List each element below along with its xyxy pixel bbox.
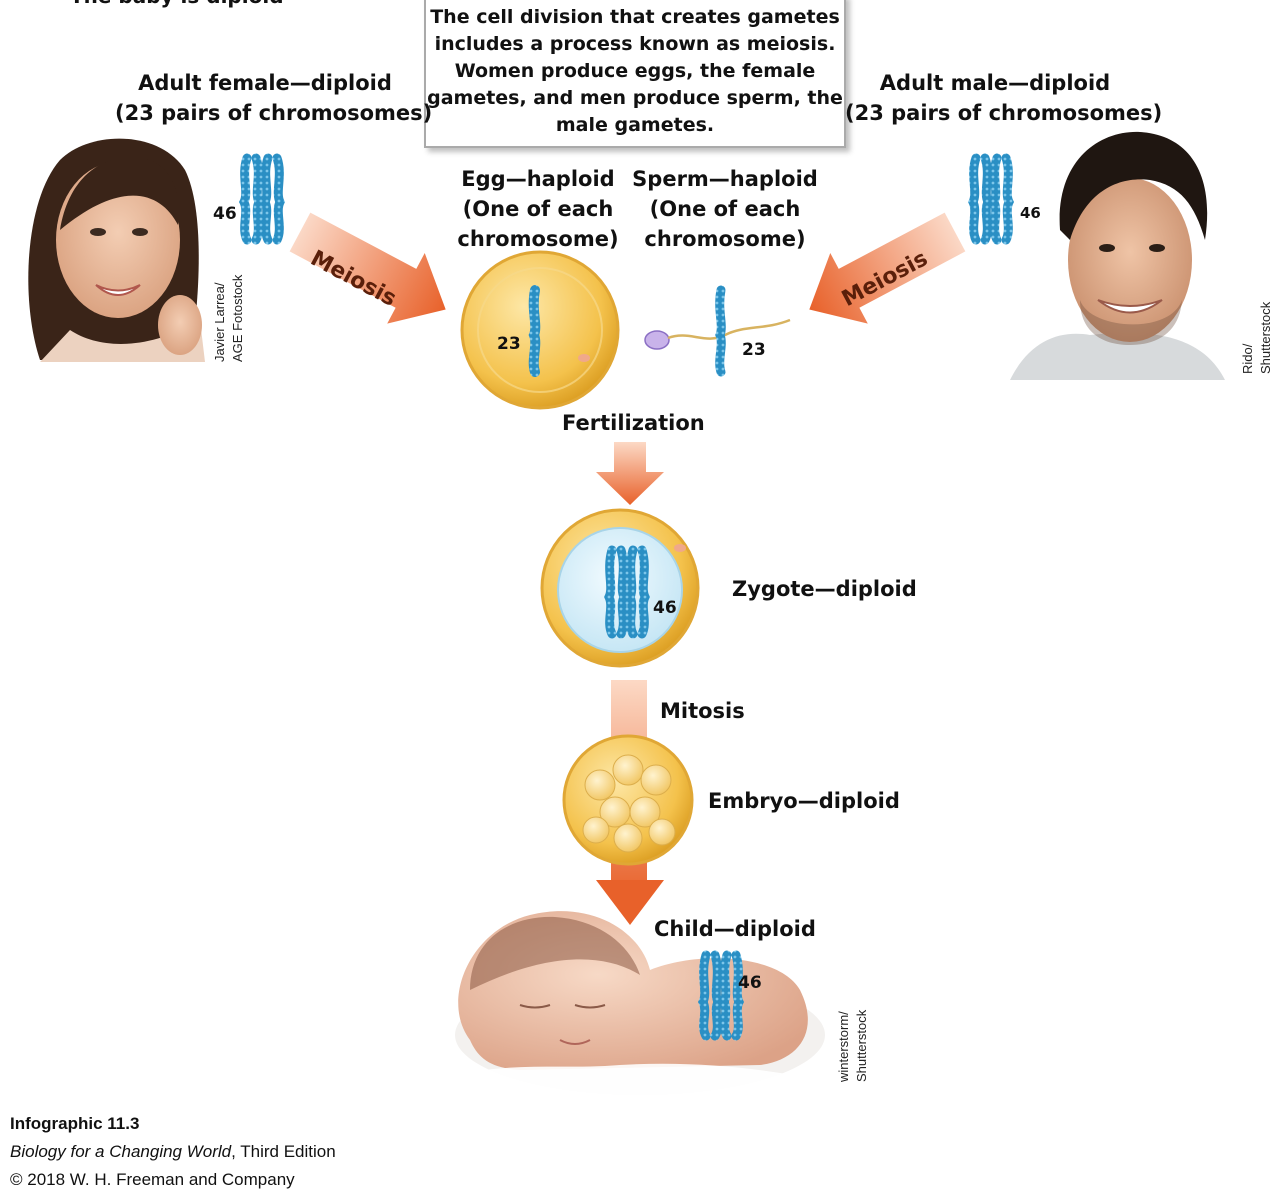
egg-title: Egg—haploid (461, 167, 615, 191)
adult-male-photo (1010, 131, 1225, 380)
female-chromosome-count: 46 (213, 204, 237, 224)
zygote-label: Zygote—diploid (732, 577, 917, 601)
mitosis-label: Mitosis (660, 699, 745, 723)
embryo-cell-icon (562, 734, 694, 866)
egg-cell-icon (460, 250, 620, 410)
male-chromosome-count: 46 (1020, 204, 1041, 222)
child-chromosome-count: 46 (738, 973, 762, 993)
cut-off-heading: The baby is diploid (70, 0, 284, 8)
male-photo-credit-line-2: Shutterstock (1258, 301, 1273, 374)
zygote-cell-icon (540, 508, 700, 668)
sperm-title: Sperm—haploid (632, 167, 818, 191)
child-label: Child—diploid (654, 917, 816, 941)
embryo-label: Embryo—diploid (708, 789, 900, 813)
book-title: Biology for a Changing World (10, 1142, 232, 1161)
egg-chromosome-count: 23 (497, 334, 521, 354)
adult-female-photo (8, 130, 208, 362)
male-chromosome-pair-icon (967, 153, 1015, 245)
zygote-chromosome-count: 46 (653, 598, 677, 618)
callout-text: The cell division that creates gametes i… (427, 6, 843, 136)
book-edition: , Third Edition (231, 1142, 336, 1161)
male-photo-credit-line-1: Rido/ (1240, 343, 1255, 374)
sperm-chromosome-count: 23 (742, 340, 766, 360)
meiosis-arrow-female (289, 212, 446, 324)
sperm-cell-icon (644, 285, 791, 377)
child-photo (440, 911, 840, 1099)
egg-desc-line-2: chromosome) (457, 227, 619, 251)
fertilization-arrow (596, 442, 664, 505)
female-photo-credit-line-1: Javier Larrea/ (212, 282, 227, 362)
book-citation: Biology for a Changing World, Third Edit… (10, 1142, 336, 1162)
female-title: Adult female—diploid (138, 71, 392, 95)
child-photo-credit-line-2: Shutterstock (854, 1009, 869, 1082)
child-photo-credit-line-1: winterstorm/ (836, 1011, 851, 1082)
sperm-desc-line-2: chromosome) (644, 227, 806, 251)
female-photo-credit-line-2: AGE Fotostock (230, 274, 245, 362)
male-subtitle: (23 pairs of chromosomes) (845, 101, 1163, 125)
fertilization-label: Fertilization (562, 411, 705, 435)
egg-desc-line-1: (One of each (462, 197, 614, 221)
meiosis-arrow-male (809, 212, 966, 324)
figure-number: Infographic 11.3 (10, 1114, 140, 1133)
female-subtitle: (23 pairs of chromosomes) (115, 101, 433, 125)
meiosis-callout-box: The cell division that creates gametes i… (424, 0, 846, 148)
male-title: Adult male—diploid (879, 71, 1111, 95)
sperm-desc-line-1: (One of each (649, 197, 801, 221)
copyright-line: © 2018 W. H. Freeman and Company (10, 1170, 295, 1189)
female-chromosome-pair-icon (238, 153, 286, 245)
